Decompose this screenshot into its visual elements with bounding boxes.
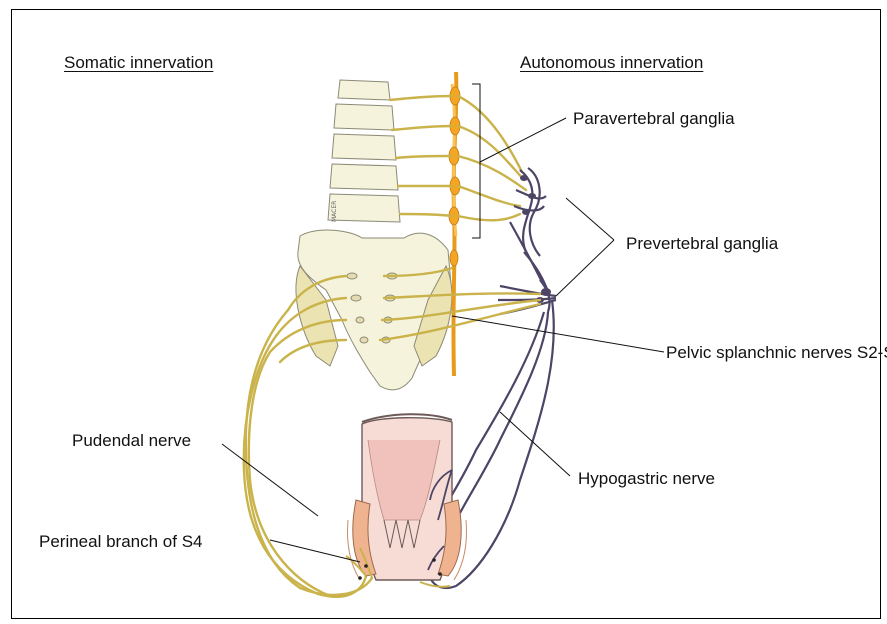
leader-prevertebral-lower [556, 240, 614, 296]
heading-somatic-innervation: Somatic innervation [64, 54, 213, 71]
lumbar-vertebrae [328, 80, 400, 222]
leader-pudendal [222, 444, 318, 516]
label-paravertebral-ganglia: Paravertebral ganglia [573, 110, 735, 127]
leader-perineal [270, 540, 360, 562]
leader-hypogastric [500, 412, 570, 476]
heading-autonomous-innervation: Autonomous innervation [520, 54, 703, 71]
label-prevertebral-ganglia: Prevertebral ganglia [626, 235, 778, 252]
label-pelvic-splanchnic-nerves: Pelvic splanchnic nerves S2-S4 [666, 344, 887, 361]
sacrum [296, 230, 452, 390]
rectum [362, 414, 452, 580]
label-pudendal-nerve: Pudendal nerve [72, 432, 191, 449]
leader-prevertebral-upper [566, 198, 614, 240]
sympathetic-trunk [449, 72, 460, 376]
label-hypogastric-nerve: Hypogastric nerve [578, 470, 715, 487]
artist-signature: MACER [331, 201, 338, 222]
pudendal-nerve-path [244, 310, 372, 597]
leader-pelvic-splanchnic [452, 316, 664, 352]
label-perineal-branch-s4: Perineal branch of S4 [39, 533, 203, 550]
